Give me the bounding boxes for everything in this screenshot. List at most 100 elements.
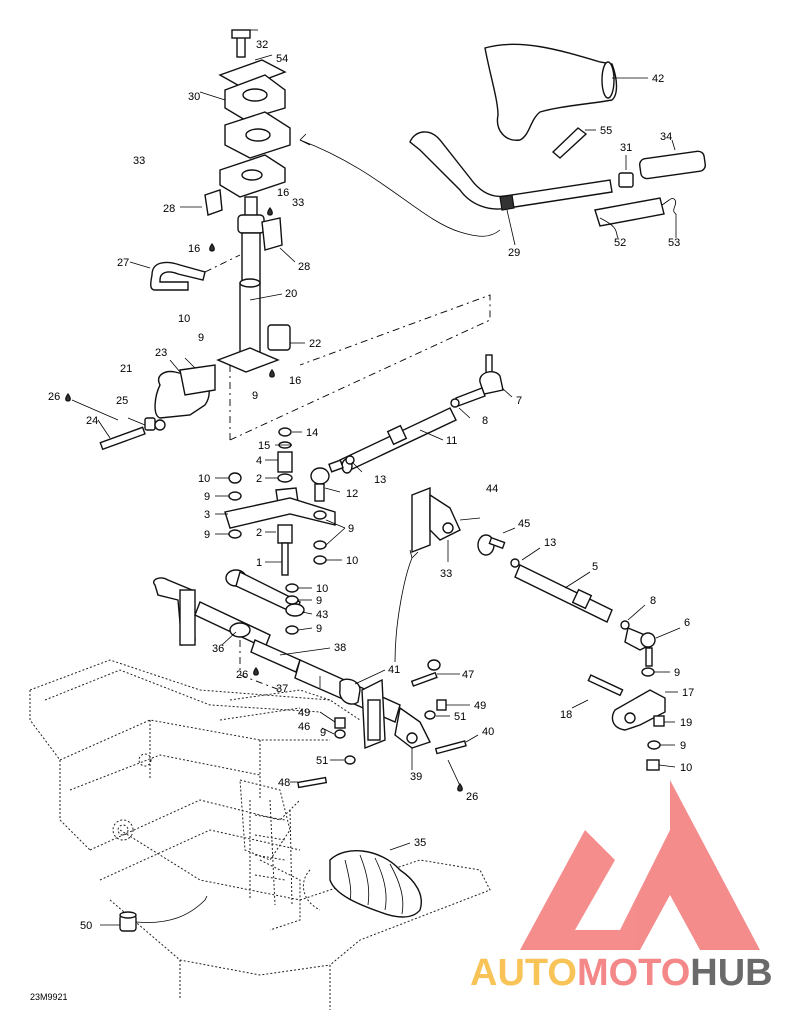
- callout-30: 30: [188, 91, 200, 103]
- callout-33: 33: [440, 568, 452, 580]
- callout-40: 40: [482, 726, 494, 738]
- callout-10: 10: [680, 762, 692, 774]
- callout-47: 47: [462, 669, 474, 681]
- ball-joint-upper: [450, 354, 513, 419]
- callout-2: 2: [256, 527, 262, 539]
- callout-32: 32: [256, 39, 268, 51]
- callout-28: 28: [298, 261, 310, 273]
- callout-27: 27: [117, 257, 129, 269]
- grip-spacer: [618, 155, 634, 188]
- callout-38: 38: [334, 642, 346, 654]
- callout-55: 55: [600, 125, 612, 137]
- callout-9: 9: [320, 727, 326, 739]
- callout-33: 33: [292, 197, 304, 209]
- logo-word-moto: MOTO: [577, 952, 690, 994]
- callout-51: 51: [316, 755, 328, 767]
- callout-36: 36: [212, 643, 224, 655]
- callout-34: 34: [660, 131, 672, 143]
- callout-52: 52: [614, 237, 626, 249]
- steering-shaft-housing: [153, 577, 331, 673]
- rack-dash-link: [239, 640, 281, 691]
- callout-18: 18: [560, 709, 572, 721]
- logo-word-hub: HUB: [690, 952, 772, 994]
- callout-19: 19: [680, 717, 692, 729]
- grip-insert: [551, 127, 596, 159]
- callout-8: 8: [650, 595, 656, 607]
- callout-16: 16: [277, 187, 289, 199]
- rack-fasteners: [290, 659, 479, 791]
- cable-arrow-right: [394, 549, 419, 663]
- callout-29: 29: [508, 247, 520, 259]
- callout-49: 49: [298, 707, 310, 719]
- callout-45: 45: [518, 518, 530, 530]
- upper-tie-rod: [339, 407, 457, 474]
- callout-10: 10: [346, 555, 358, 567]
- callout-14: 14: [306, 427, 318, 439]
- callout-46: 46: [298, 721, 310, 733]
- tie-rod-end-upper-left: [310, 455, 363, 502]
- callout-9: 9: [204, 529, 210, 541]
- callout-26: 26: [466, 791, 478, 803]
- callout-17: 17: [682, 687, 694, 699]
- drawing-reference-code: 23M9921: [30, 992, 68, 1002]
- callout-6: 6: [684, 617, 690, 629]
- logo-wordmark: AUTOMOTOHUB: [470, 952, 773, 994]
- callout-9: 9: [674, 667, 680, 679]
- callout-7: 7: [516, 395, 522, 407]
- callout-9: 9: [252, 390, 258, 402]
- sensor-plug: [100, 895, 208, 932]
- logo-triangle-inner: [670, 830, 725, 930]
- callout-13: 13: [544, 537, 556, 549]
- callout-10: 10: [178, 313, 190, 325]
- callout-35: 35: [414, 837, 426, 849]
- callout-9: 9: [348, 523, 354, 535]
- callout-3: 3: [204, 509, 210, 521]
- callout-9: 9: [316, 623, 322, 635]
- callout-50: 50: [80, 920, 92, 932]
- callout-13: 13: [374, 474, 386, 486]
- callout-5: 5: [592, 561, 598, 573]
- callout-48: 48: [278, 777, 290, 789]
- callout-16: 16: [289, 375, 301, 387]
- callout-9: 9: [680, 740, 686, 752]
- lower-tie-rod: [477, 527, 681, 667]
- logo-triangle-mark: [520, 780, 760, 950]
- u-bolt: [129, 254, 241, 291]
- callout-10: 10: [198, 473, 210, 485]
- callout-21: 21: [120, 363, 132, 375]
- pitman-arm: [225, 569, 313, 635]
- steering-boot: [329, 842, 422, 918]
- washers-left: [215, 472, 242, 539]
- chassis-frame: [29, 659, 491, 1010]
- callout-2: 2: [256, 473, 262, 485]
- callout-23: 23: [155, 347, 167, 359]
- callout-16: 16: [188, 243, 200, 255]
- callout-54: 54: [276, 53, 288, 65]
- callout-49: 49: [474, 700, 486, 712]
- handlebar-grip-cover: [484, 43, 648, 141]
- callout-9: 9: [198, 332, 204, 344]
- callout-43: 43: [316, 609, 328, 621]
- callout-15: 15: [258, 440, 270, 452]
- cable-to-column: [299, 139, 501, 237]
- washers-right: [313, 510, 346, 565]
- handlebar-end-grip: [638, 139, 706, 180]
- callout-42: 42: [652, 73, 664, 85]
- rack-bracket: [361, 678, 431, 770]
- callout-22: 22: [309, 338, 321, 350]
- callout-44: 44: [486, 483, 498, 495]
- automotohub-logo: [520, 780, 760, 950]
- throttle-grip-heater: [594, 197, 677, 239]
- callout-11: 11: [446, 435, 457, 447]
- callout-labels: 32 54 30 33 16 33 28 16 28 27 20 10 9 22…: [48, 39, 694, 932]
- callout-4: 4: [256, 455, 262, 467]
- callout-41: 41: [388, 664, 400, 676]
- callout-53: 53: [668, 237, 680, 249]
- callout-26: 26: [236, 669, 248, 681]
- linkage-stack: [215, 427, 336, 576]
- right-support-bracket: [411, 486, 481, 562]
- callout-25: 25: [116, 395, 128, 407]
- alignment-line-b: [229, 294, 491, 441]
- column-bracket-left: [180, 189, 223, 216]
